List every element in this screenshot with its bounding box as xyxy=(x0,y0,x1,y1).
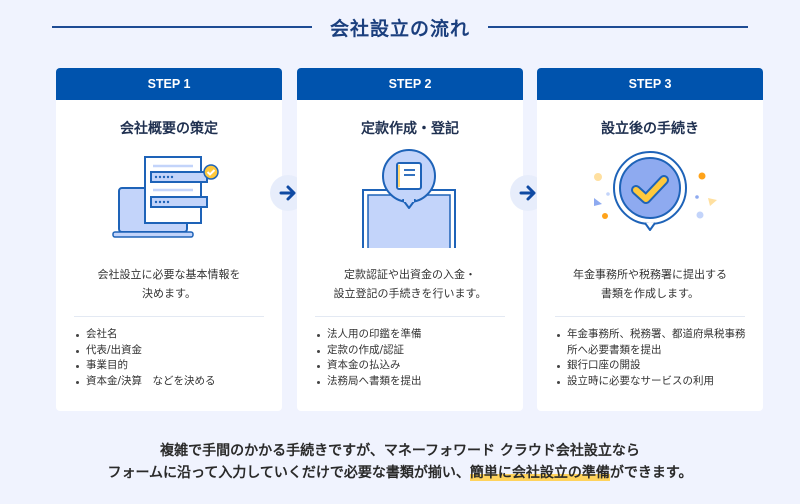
summary-line-2-before: フォームに沿って入力していくだけで必要な書類が揃い、 xyxy=(107,465,470,481)
description-line: 決めます。 xyxy=(142,287,196,300)
description-line: 設立登記の手続きを行います。 xyxy=(333,287,487,300)
list-item: 法人用の印鑑を準備 xyxy=(315,327,515,343)
step-description: 会社設立に必要な基本情報を 決めます。 xyxy=(56,265,282,303)
step-label: STEP 1 xyxy=(56,68,282,100)
step-items: 年金事務所、税務署、都道府県税事務所へ必要書類を提出 銀行口座の開設 設立時に必… xyxy=(555,327,755,389)
step-card-2: STEP 2 定款作成・登記 定款認証や出資金の入金・ 設立登記の手続きを行いま… xyxy=(297,68,523,411)
list-item: 会社名 xyxy=(74,327,274,343)
summary-line-1: 複雑で手間のかかる手続きですが、マネーフォワード クラウド会社設立なら xyxy=(160,443,640,459)
step-label: STEP 2 xyxy=(297,68,523,100)
description-line: 会社設立に必要な基本情報を xyxy=(97,268,241,281)
step-items: 法人用の印鑑を準備 定款の作成/認証 資本金の払込み 法務局へ書類を提出 xyxy=(315,327,515,389)
step-items: 会社名 代表/出資金 事業目的 資本金/決算 などを決める xyxy=(74,327,274,389)
description-line: 書類を作成します。 xyxy=(601,287,699,300)
card-divider xyxy=(555,316,745,317)
step-label: STEP 3 xyxy=(537,68,763,100)
checkmark-badge-icon xyxy=(594,151,717,231)
summary-line-2-after: ができます。 xyxy=(609,465,693,481)
step-title: 会社概要の策定 xyxy=(120,121,218,137)
summary-line-2: フォームに沿って入力していくだけで必要な書類が揃い、簡単に会社設立の準備ができま… xyxy=(0,462,800,484)
section-heading: 会社設立の流れ xyxy=(0,10,800,44)
step-card-1: STEP 1 会社概要の策定 会社設立に必要な基本情報を 決めます。 会社名 代… xyxy=(56,68,282,411)
arrow-right-icon xyxy=(279,185,296,201)
step-title: 定款作成・登記 xyxy=(361,121,459,137)
list-item: 銀行口座の開設 xyxy=(555,358,755,374)
list-item: 資本金/決算 などを決める xyxy=(74,374,274,390)
form-on-laptop-icon xyxy=(112,156,219,238)
arrow-right-icon xyxy=(519,185,536,201)
book-speech-bubble-icon xyxy=(362,149,456,248)
summary-highlight: 簡単に会社設立の準備 xyxy=(469,465,610,481)
list-item: 定款の作成/認証 xyxy=(315,343,515,359)
description-line: 定款認証や出資金の入金・ xyxy=(344,268,476,281)
list-item: 設立時に必要なサービスの利用 xyxy=(555,374,755,390)
list-item: 法務局へ書類を提出 xyxy=(315,374,515,390)
section-title: 会社設立の流れ xyxy=(329,17,470,40)
summary-text: 複雑で手間のかかる手続きですが、マネーフォワード クラウド会社設立なら フォーム… xyxy=(0,440,800,484)
step-title: 設立後の手続き xyxy=(601,121,699,137)
card-divider xyxy=(74,316,264,317)
heading-divider-left xyxy=(51,26,312,28)
card-divider xyxy=(315,316,505,317)
step-description: 年金事務所や税務署に提出する 書類を作成します。 xyxy=(537,265,763,303)
list-item: 年金事務所、税務署、都道府県税事務所へ必要書類を提出 xyxy=(555,327,755,358)
list-item: 代表/出資金 xyxy=(74,343,274,359)
list-item: 事業目的 xyxy=(74,358,274,374)
heading-divider-right xyxy=(488,26,748,28)
step-card-3: STEP 3 設立後の手続き 年金事務所や税務署に提出する 書類を作成します。 … xyxy=(537,68,763,411)
description-line: 年金事務所や税務署に提出する xyxy=(573,268,727,281)
step-description: 定款認証や出資金の入金・ 設立登記の手続きを行います。 xyxy=(297,265,523,303)
list-item: 資本金の払込み xyxy=(315,358,515,374)
